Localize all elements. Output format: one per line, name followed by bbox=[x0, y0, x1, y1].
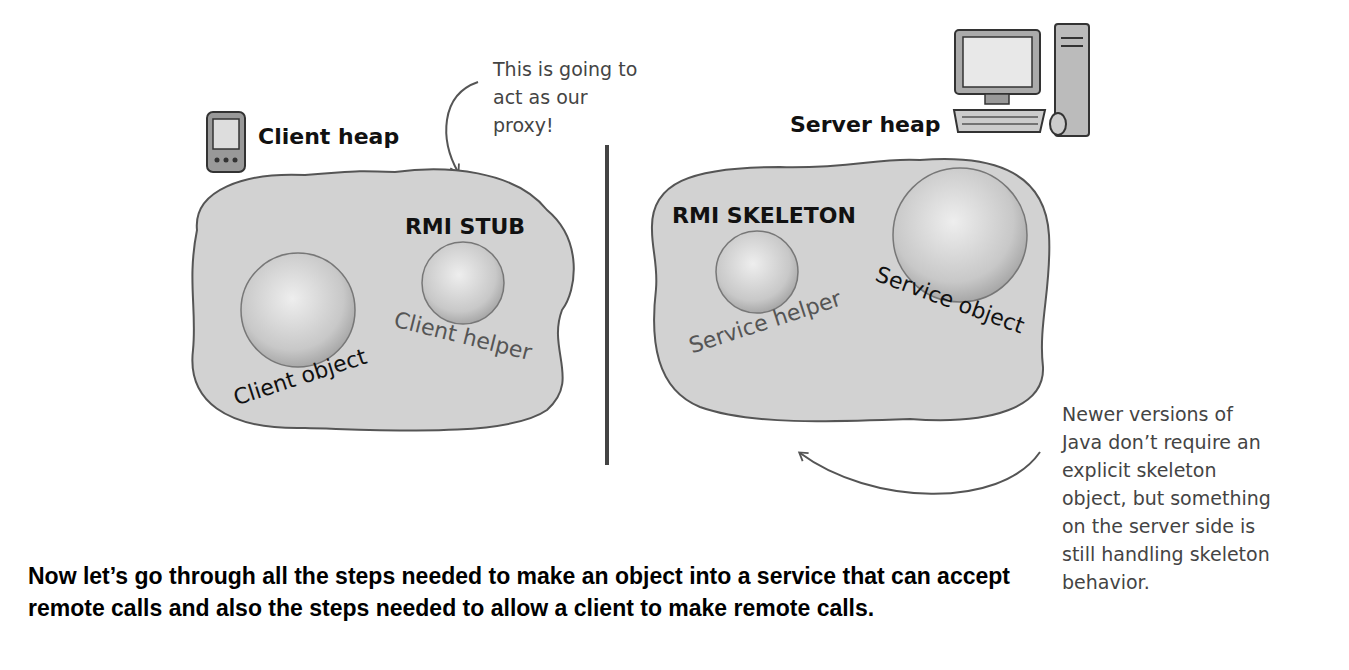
part-name: RMI SKELETON bbox=[672, 203, 856, 228]
annotation-note: Newer versions of Java don’t require an … bbox=[1062, 400, 1277, 596]
object-circle: Client object bbox=[225, 245, 385, 410]
computer-icon bbox=[954, 24, 1089, 136]
heap-region: Client heapClient objectRMI STUBClient h… bbox=[185, 110, 585, 440]
object-circle: RMI SKELETONService helper bbox=[670, 195, 860, 355]
object-circle: Service object bbox=[870, 160, 1045, 340]
part-name: RMI STUB bbox=[405, 214, 525, 239]
heap-region: Server heapRMI SKELETONService helperSer… bbox=[650, 105, 1055, 430]
heap-heading: Client heap bbox=[258, 124, 399, 149]
leader-arrow bbox=[800, 452, 1040, 494]
heap-heading: Server heap bbox=[790, 112, 941, 137]
object-circle: RMI STUBClient helper bbox=[392, 205, 552, 365]
leader-arrow bbox=[446, 82, 478, 172]
annotation-note: This is going to act as our proxy! bbox=[493, 55, 643, 139]
body-text: Now let’s go through all the steps neede… bbox=[28, 560, 1018, 624]
phone-icon bbox=[207, 112, 245, 172]
divider-line bbox=[605, 145, 609, 465]
